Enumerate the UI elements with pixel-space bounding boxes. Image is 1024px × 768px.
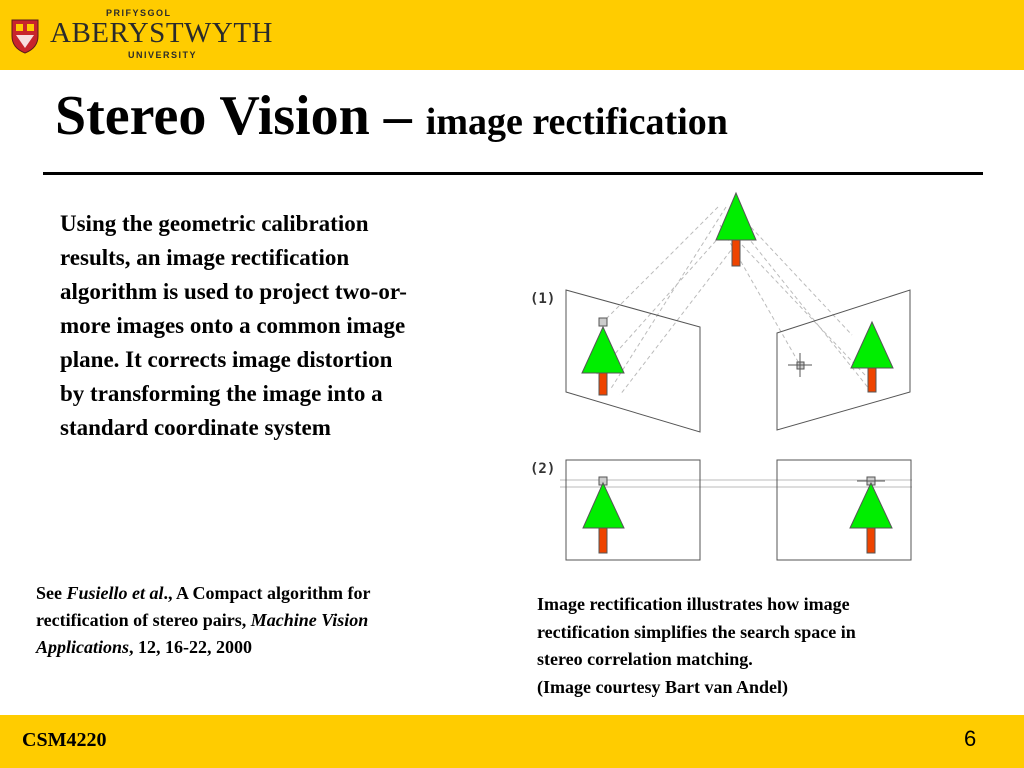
right-image-plane-2 — [776, 459, 912, 561]
page-number: 6 — [964, 726, 977, 751]
figure-caption: Image rectification illustrates how imag… — [537, 591, 977, 701]
caption-line: rectification simplifies the search spac… — [537, 621, 856, 642]
crest-icon — [11, 19, 39, 54]
logo-line-university: UNIVERSITY — [128, 50, 198, 60]
university-logo: PRIFYSGOL ABERYSTWYTH UNIVERSITY — [10, 8, 273, 64]
left-image-plane-1 — [565, 289, 701, 433]
move-cursor-icon — [788, 353, 812, 377]
reference-title: ., A Compact algorithm for rectification… — [36, 583, 371, 630]
label-1: (1) — [530, 291, 555, 307]
reference-citation: See Fusiello et al., A Compact algorithm… — [36, 580, 436, 661]
logo-line-prifysgol: PRIFYSGOL — [106, 8, 172, 18]
title-divider — [43, 172, 983, 175]
body-paragraph: Using the geometric calibration results,… — [60, 211, 407, 440]
left-image-plane-2 — [565, 459, 701, 561]
title-main: Stereo Vision – — [55, 85, 426, 147]
title-sub: image rectification — [425, 101, 728, 143]
right-image-plane-1 — [776, 289, 911, 431]
reference-author: Fusiello et al — [66, 583, 164, 603]
slide-title: Stereo Vision – image rectification — [55, 88, 728, 144]
reference-journal: Machine Vision Applications — [36, 610, 369, 657]
reference-see: See — [36, 583, 67, 603]
course-code: CSM4220 — [22, 729, 107, 751]
projection-lines — [595, 206, 871, 396]
caption-line: Image rectification illustrates how imag… — [537, 594, 850, 614]
rectification-diagram: (1) (2) — [530, 191, 912, 561]
rectified-scan-lines — [560, 479, 912, 488]
logo-line-aberystwyth: ABERYSTWYTH — [50, 17, 273, 49]
label-2: (2) — [530, 461, 555, 477]
bottom-banner — [0, 715, 1024, 768]
top-tree — [715, 191, 757, 267]
caption-line: stereo correlation matching. — [537, 649, 753, 669]
reference-details: , 12, 16-22, 2000 — [129, 637, 253, 657]
top-banner: PRIFYSGOL ABERYSTWYTH UNIVERSITY — [0, 0, 1024, 70]
caption-credit: (Image courtesy Bart van Andel) — [537, 676, 788, 697]
